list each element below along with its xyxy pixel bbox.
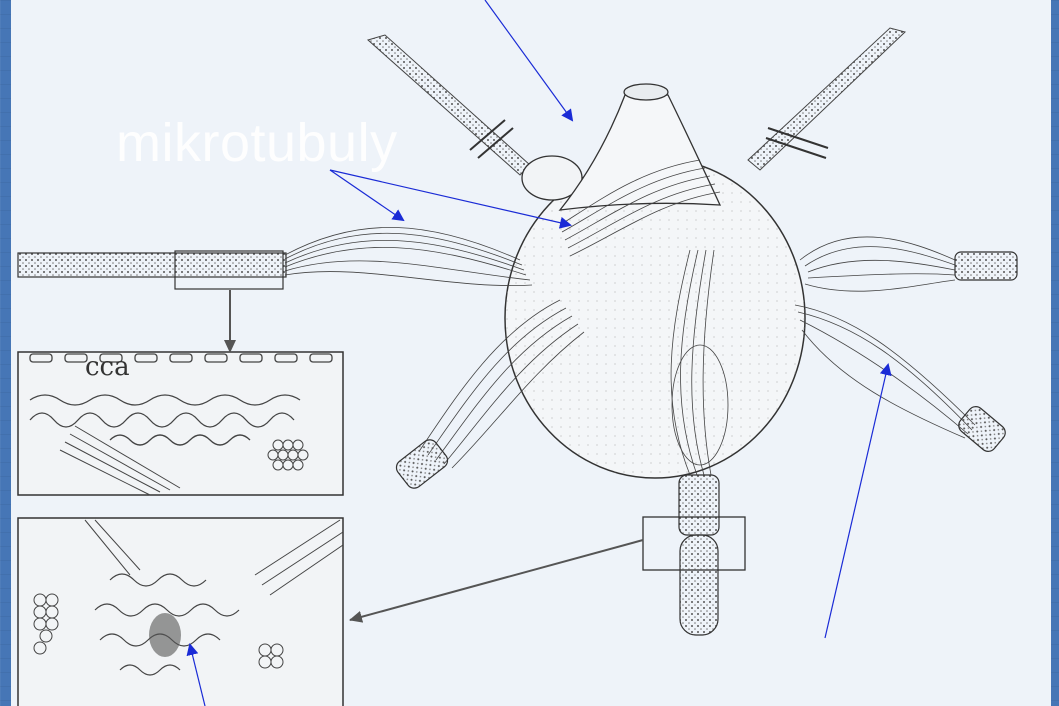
microtubule-bundle-lower-right (795, 305, 975, 438)
inset-top (18, 352, 343, 495)
label-microtubules: mikrotubuly (116, 112, 398, 174)
inset-bottom (18, 518, 343, 706)
inset-pointer-arrow-bottom (350, 540, 643, 620)
lower-left-fiber (393, 437, 451, 492)
upper-right-spike (748, 28, 905, 170)
right-fiber (955, 252, 1017, 280)
left-fiber (18, 251, 286, 289)
bottom-fiber (643, 475, 745, 635)
lower-right-fiber (956, 403, 1009, 454)
arrow-lower-right (825, 365, 888, 638)
microtubule-bundle-left (285, 227, 532, 285)
label-inset-cca: cca (85, 352, 130, 382)
arrow-top (485, 0, 572, 120)
centrosome-body (505, 84, 805, 478)
microtubule-bundle-right (800, 237, 955, 291)
arrow-mikrotubuly-left (330, 170, 403, 220)
